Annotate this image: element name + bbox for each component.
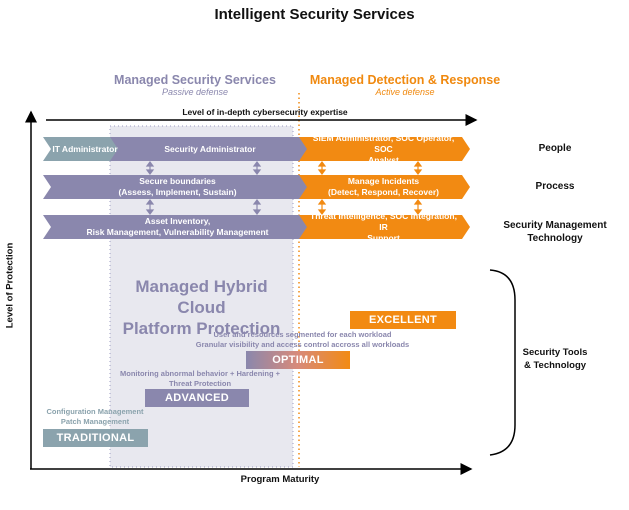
expertise-axis-label: Level of in-depth cybersecurity expertis… [182,107,348,117]
category-process: Process [535,181,575,192]
level-box-advanced-bg [145,389,249,407]
optimal-description: User and resources segmented for each wo… [195,330,410,349]
mss-heading: Managed Security Services [114,73,276,87]
x-axis-label: Program Maturity [240,474,320,485]
level-box-optimal-bg [246,351,350,369]
y-axis-label: Level of Protection [4,242,16,329]
secure-boundaries-label: Secure boundaries (Assess, Implement, Su… [118,176,237,197]
level-optimal: OPTIMAL [272,354,324,366]
advanced-description: Monitoring abnormal behavior + Hardening… [119,369,281,388]
category-people: People [538,143,572,154]
chevron-it-administrator [43,137,126,161]
level-excellent: EXCELLENT [368,314,438,326]
mdr-heading: Managed Detection & Response [309,73,501,87]
mdr-subheading: Active defense [375,87,435,97]
tools-brace [489,269,516,456]
traditional-description: Configuration Management Patch Managemen… [46,407,144,426]
level-box-traditional-bg [43,429,148,447]
security-administrator-label: Security Administrator [164,143,256,154]
double-arrows [145,161,423,215]
chevron-manage-incidents [299,175,470,199]
chevron-soc-roles [299,137,470,161]
level-box-excellent-bg [350,311,456,329]
chevron-security-administrator [110,137,308,161]
chevron-asset-inventory [43,215,308,239]
level-advanced: ADVANCED [165,392,229,404]
soc-roles-label: SIEM Administrator, SOC Operator, SOC An… [312,132,455,165]
category-security-management-technology: Security Management Technology [503,220,607,244]
chevron-threat-intelligence [299,215,470,239]
hybrid-cloud-label: Managed Hybrid Cloud Platform Protection [122,277,281,338]
level-traditional: TRADITIONAL [56,432,135,444]
mss-subheading: Passive defense [161,87,229,97]
chevron-secure-boundaries [43,175,308,199]
security-tools-label: Security Tools & Technology [522,347,588,371]
asset-inventory-label: Asset Inventory, Risk Management, Vulner… [86,216,269,237]
it-administrator-label: IT Administrator [52,143,118,154]
threat-intelligence-label: Threat Intelligence, SOC Integration, IR… [310,210,457,243]
manage-incidents-label: Manage Incidents (Detect, Respond, Recov… [328,176,439,197]
page-title: Intelligent Security Services [214,6,415,23]
